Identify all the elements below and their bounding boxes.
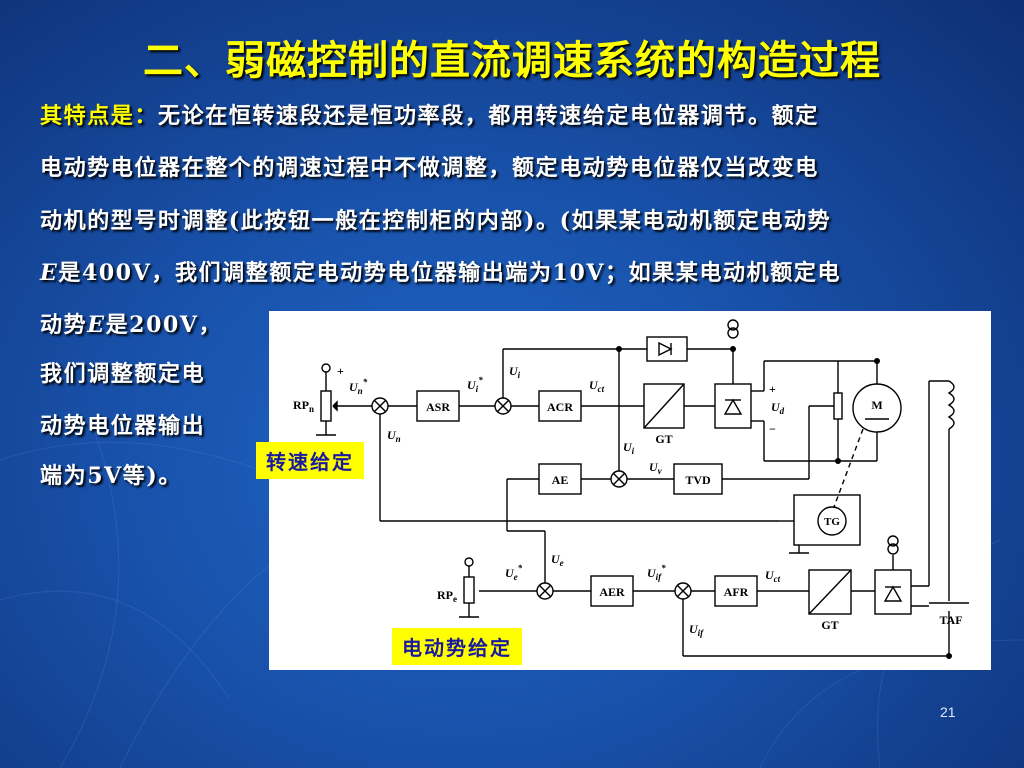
emf-setting-tag: 电动势给定 bbox=[392, 628, 522, 665]
aer-block: AER bbox=[599, 585, 625, 599]
emf-symbol-2: E bbox=[87, 312, 106, 338]
speed-setting-tag: 转速给定 bbox=[256, 442, 364, 479]
gt-bottom-block: GT bbox=[821, 618, 838, 632]
ae-block: AE bbox=[552, 473, 569, 487]
ui-top-label: Ui bbox=[509, 364, 521, 380]
plus-sign: + bbox=[337, 364, 344, 378]
tvd-block: TVD bbox=[685, 473, 711, 487]
plus-sign-ud: + bbox=[769, 382, 776, 396]
ud-label: Ud bbox=[771, 400, 785, 416]
body-line-3: 动机的型号时调整(此按钮一般在控制柜的内部)。(如果某电动机额定电动势 bbox=[40, 208, 832, 234]
body-line-5: 动势E是200V， bbox=[40, 307, 222, 339]
body-line-6: 我们调整额定电 bbox=[40, 361, 206, 387]
asr-block: ASR bbox=[426, 400, 450, 414]
minus-sign-ud: − bbox=[769, 422, 776, 436]
ui-mid-label: Ui bbox=[623, 440, 635, 456]
ui-star-label: Ui* bbox=[467, 375, 483, 394]
body-text-4: 是400V，我们调整额定电动势电位器输出端为10V；如果某电动机额定电 bbox=[58, 260, 842, 286]
uif-label: Uif bbox=[689, 622, 704, 638]
acr-block: ACR bbox=[547, 400, 573, 414]
emf-symbol: E bbox=[40, 260, 59, 286]
body-line-2: 电动势电位器在整个的调速过程中不做调整，额定电动势电位器仅当改变电 bbox=[40, 155, 819, 181]
un-star-label: Un* bbox=[349, 377, 368, 396]
body-text-5b: 是200V， bbox=[105, 312, 223, 338]
rpe-label: RPe bbox=[437, 588, 457, 604]
page-number: 21 bbox=[940, 704, 956, 720]
uct-bottom-label: Uct bbox=[765, 568, 781, 584]
control-system-diagram: ASR ACR AE TVD AER AFR GT GT TAF M TG RP… bbox=[269, 311, 991, 670]
feature-label: 其特点是： bbox=[40, 103, 159, 129]
body-line-1: 其特点是：无论在恒转速段还是恒功率段，都用转速给定电位器调节。额定 bbox=[40, 98, 819, 130]
body-text-5a: 动势 bbox=[40, 312, 88, 338]
body-line-7: 动势电位器输出 bbox=[40, 413, 206, 439]
rpn-label: RPn bbox=[293, 398, 314, 414]
ue-label: Ue bbox=[551, 552, 564, 568]
motor-symbol: M bbox=[871, 398, 882, 412]
body-line-4: E是400V，我们调整额定电动势电位器输出端为10V；如果某电动机额定电 bbox=[40, 255, 841, 287]
un-label: Un bbox=[387, 428, 401, 444]
uv-label: Uv bbox=[649, 460, 663, 476]
afr-block: AFR bbox=[724, 585, 749, 599]
diagram-canvas: ASR ACR AE TVD AER AFR GT GT TAF M TG RP… bbox=[293, 319, 969, 659]
uif-star-label: Uif* bbox=[647, 563, 666, 582]
slide-title: 二、弱磁控制的直流调速系统的构造过程 bbox=[143, 38, 881, 84]
tg-symbol: TG bbox=[824, 516, 840, 528]
uct-top-label: Uct bbox=[589, 378, 605, 394]
body-text-1: 无论在恒转速段还是恒功率段，都用转速给定电位器调节。额定 bbox=[158, 103, 819, 129]
ue-star-label: Ue* bbox=[505, 563, 523, 582]
taf-block: TAF bbox=[939, 613, 962, 627]
body-line-8: 端为5V等)。 bbox=[40, 463, 182, 489]
gt-top-block: GT bbox=[655, 432, 672, 446]
